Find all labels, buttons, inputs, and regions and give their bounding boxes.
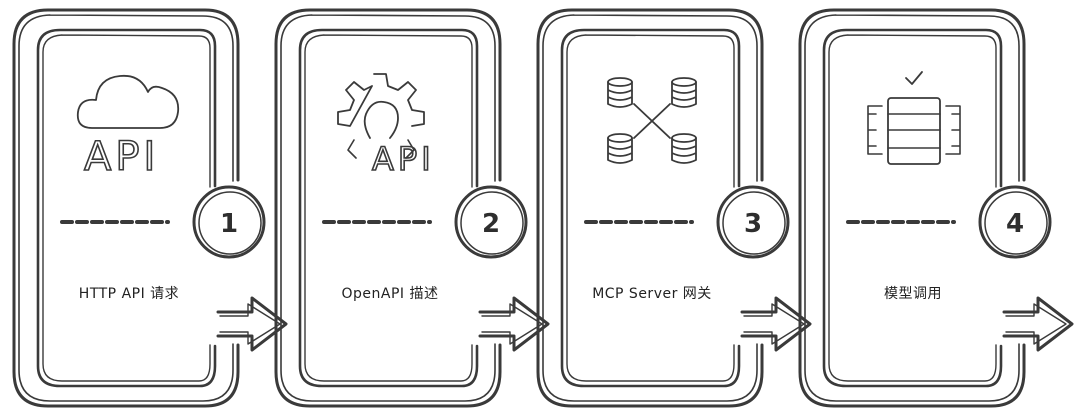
step-2-number: 2 bbox=[482, 209, 500, 239]
step-2-label: OpenAPI 描述 bbox=[341, 286, 439, 302]
step-2-card: API 2 bbox=[274, 8, 550, 408]
step-4-card: 4 bbox=[798, 8, 1074, 408]
database-network-icon bbox=[607, 77, 697, 164]
step-4-label: 模型调用 bbox=[884, 286, 942, 302]
step-2-badge: 2 bbox=[454, 185, 528, 259]
step-3-badge: 3 bbox=[716, 185, 790, 259]
step-4-number: 4 bbox=[1006, 209, 1024, 239]
step-3-label: MCP Server 网关 bbox=[592, 286, 712, 302]
step-1-card: API 1 bbox=[12, 8, 288, 408]
step-2-arrow bbox=[478, 296, 550, 352]
cloud-api-icon-text: API bbox=[84, 134, 159, 180]
step-4-arrow bbox=[1002, 296, 1074, 352]
step-1-badge: 1 bbox=[192, 185, 266, 259]
step-3-card: 3 bbox=[536, 8, 812, 408]
gear-icon bbox=[337, 73, 425, 159]
cloud-icon bbox=[76, 74, 180, 129]
gear-api-icon-text: API bbox=[372, 140, 435, 178]
step-1-label: HTTP API 请求 bbox=[78, 286, 180, 302]
step-1-arrow bbox=[216, 296, 288, 352]
step-3-number: 3 bbox=[744, 209, 762, 239]
step-1-number: 1 bbox=[220, 209, 238, 239]
step-4-badge: 4 bbox=[978, 185, 1052, 259]
server-check-icon bbox=[867, 71, 961, 165]
step-3-arrow bbox=[740, 296, 812, 352]
check-icon bbox=[905, 71, 923, 85]
